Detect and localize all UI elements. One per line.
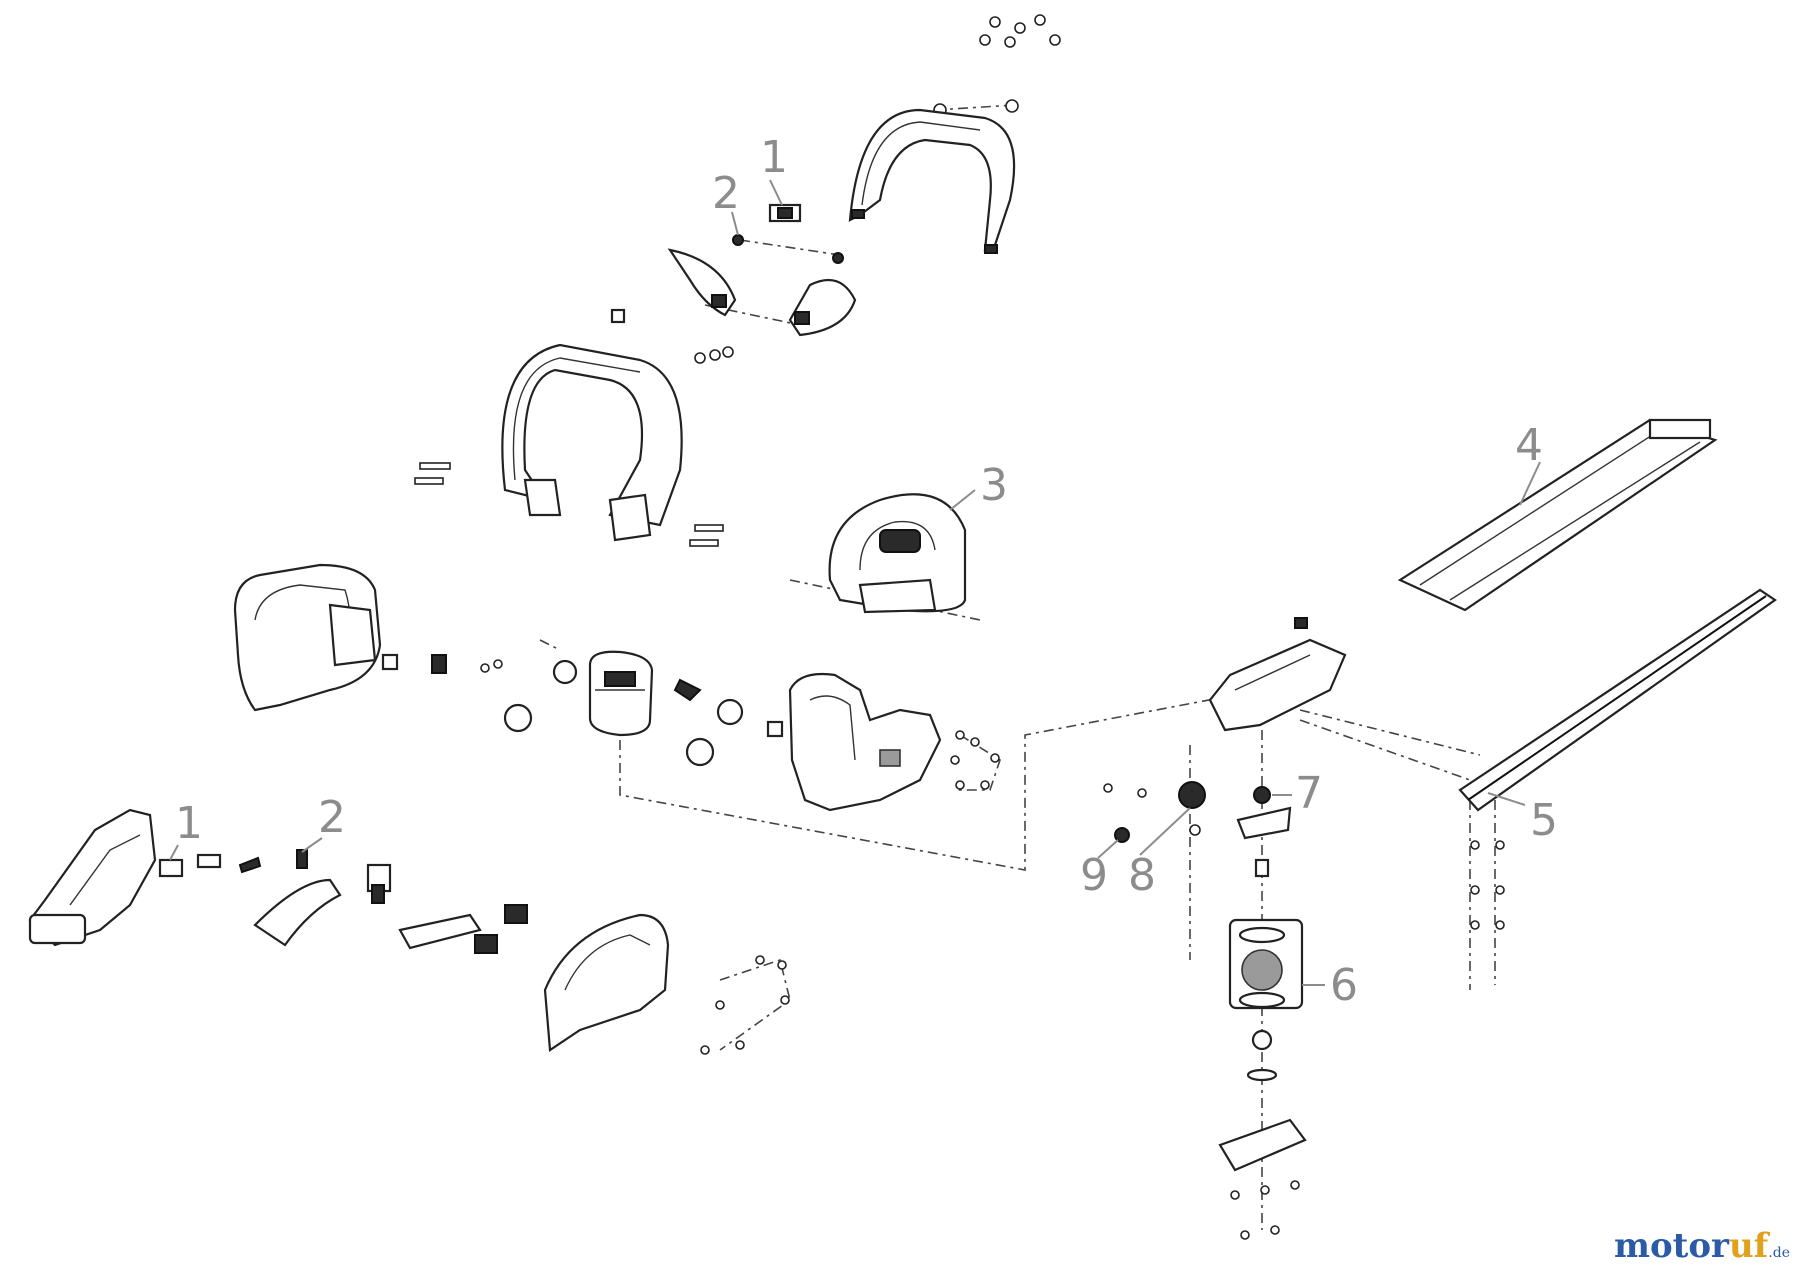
lower-housing-shell [543, 913, 670, 1052]
blade-guard [1397, 418, 1718, 612]
callout-7: 7 [1295, 768, 1323, 819]
upper-front-handle [848, 108, 1016, 254]
callout-1-upper: 1 [760, 132, 788, 183]
assembly-lines [539, 104, 1496, 1230]
handle-brackets [610, 248, 857, 364]
right-housing [788, 672, 942, 812]
small-drive-parts [1103, 783, 1147, 843]
callouts: 1 2 3 4 5 6 7 8 9 1 2 [169, 132, 1558, 1011]
callout-2-lower: 2 [318, 792, 346, 843]
brand-logo-main: motor [1613, 1226, 1729, 1266]
lower-left-handle [28, 808, 157, 947]
loop-handle [414, 343, 724, 547]
motor-components [381, 650, 784, 767]
callout-1-lower: 1 [175, 798, 203, 849]
hedge-blade [1458, 588, 1777, 812]
rear-guard [828, 493, 967, 614]
callout-2-upper: 2 [712, 168, 740, 219]
brand-logo-accent: uf [1728, 1226, 1769, 1266]
callout-3: 3 [980, 460, 1008, 511]
left-housing [233, 563, 382, 712]
blade-screws [1470, 840, 1505, 930]
housing-screws-right [950, 730, 1000, 790]
drive-stack [1178, 781, 1307, 1240]
top-screws [933, 14, 1061, 117]
callout-6: 6 [1330, 960, 1358, 1011]
gearbox-housing [1208, 617, 1347, 732]
lower-switch-parts [158, 849, 528, 954]
brand-logo-tld: .de [1768, 1245, 1790, 1261]
callout-5: 5 [1530, 795, 1558, 846]
switch-part-upper [732, 203, 844, 264]
callout-9: 9 [1080, 850, 1108, 901]
callout-8: 8 [1128, 850, 1156, 901]
brand-logo: motoruf.de [1614, 1226, 1790, 1266]
callout-4: 4 [1515, 420, 1543, 471]
lower-housing-screws [700, 955, 790, 1055]
